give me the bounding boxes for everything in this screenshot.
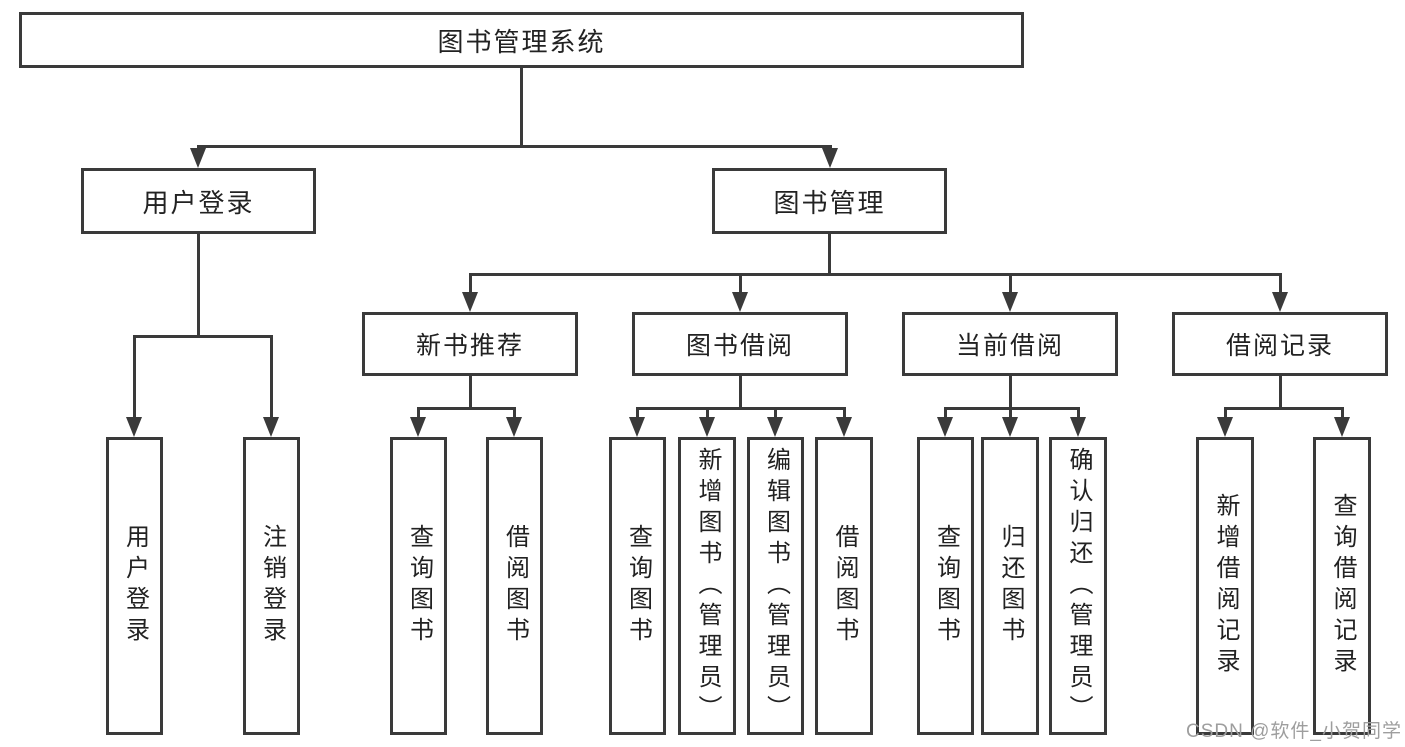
arrowhead-leaf	[410, 417, 426, 437]
arrowhead-book-borrowing	[732, 292, 748, 312]
connector-book-borrowing-trunk	[739, 376, 742, 407]
connector-drop	[1341, 407, 1344, 421]
leaf-confirm-return-admin: 确认归还（管理员）	[1049, 437, 1107, 735]
connector-level3-bar	[469, 273, 1281, 276]
node-user-login: 用户登录	[81, 168, 316, 234]
arrowhead-leaf	[1002, 417, 1018, 437]
leaf-edit-books-admin: 编辑图书（管理员）	[747, 437, 804, 735]
arrowhead-leaf	[937, 417, 953, 437]
connector-drop	[944, 407, 947, 421]
connector-borrowing-records-bar	[1224, 407, 1344, 410]
leaf-add-borrow-record: 新增借阅记录	[1196, 437, 1254, 735]
connector-drop	[1009, 407, 1012, 421]
connector-book-borrowing-bar	[636, 407, 846, 410]
node-book-management: 图书管理	[712, 168, 947, 234]
connector-drop	[417, 407, 420, 421]
leaf-query-books-current: 查询图书	[917, 437, 974, 735]
connector-drop-leaf-logout	[270, 335, 273, 421]
connector-user-login-trunk	[197, 234, 200, 335]
arrowhead-leaf	[699, 417, 715, 437]
connector-drop-borrowing-records	[1279, 273, 1282, 297]
connector-drop	[1077, 407, 1080, 421]
arrowhead-leaf	[1070, 417, 1086, 437]
arrowhead-new-book	[462, 292, 478, 312]
leaf-logout: 注销登录	[243, 437, 300, 735]
arrowhead-leaf-logout	[263, 417, 279, 437]
node-current-borrowing: 当前借阅	[902, 312, 1118, 376]
connector-drop	[706, 407, 709, 421]
leaf-query-books-recommend: 查询图书	[390, 437, 447, 735]
arrowhead-leaf	[506, 417, 522, 437]
node-book-borrowing: 图书借阅	[632, 312, 848, 376]
connector-drop-leaf-user-login	[133, 335, 136, 421]
connector-new-book-trunk	[469, 376, 472, 407]
leaf-query-books-borrowing: 查询图书	[609, 437, 666, 735]
arrowhead-user-login	[190, 148, 206, 168]
leaf-query-borrow-record: 查询借阅记录	[1313, 437, 1371, 735]
node-new-book-recommendation: 新书推荐	[362, 312, 578, 376]
node-library-management-system: 图书管理系统	[19, 12, 1024, 68]
leaf-user-login: 用户登录	[106, 437, 163, 735]
arrowhead-leaf-user-login	[126, 417, 142, 437]
arrowhead-leaf	[767, 417, 783, 437]
leaf-borrow-books-borrowing: 借阅图书	[815, 437, 873, 735]
connector-new-book-bar	[417, 407, 516, 410]
node-borrowing-records: 借阅记录	[1172, 312, 1388, 376]
arrowhead-leaf	[1334, 417, 1350, 437]
connector-drop	[513, 407, 516, 421]
arrowhead-leaf	[836, 417, 852, 437]
connector-current-borrowing-trunk	[1009, 376, 1012, 407]
arrowhead-leaf	[1217, 417, 1233, 437]
connector-drop	[636, 407, 639, 421]
connector-root-trunk	[520, 68, 523, 145]
csdn-watermark: CSDN @软件_小贺同学	[1186, 721, 1402, 742]
arrowhead-book-management	[822, 148, 838, 168]
leaf-return-books: 归还图书	[981, 437, 1039, 735]
leaf-borrow-books-recommend: 借阅图书	[486, 437, 543, 735]
arrowhead-borrowing-records	[1272, 292, 1288, 312]
connector-drop	[1224, 407, 1227, 421]
connector-drop-current-borrowing	[1009, 273, 1012, 297]
connector-drop	[843, 407, 846, 421]
connector-borrowing-records-trunk	[1279, 376, 1282, 407]
connector-book-management-trunk	[828, 234, 831, 273]
connector-drop	[774, 407, 777, 421]
leaf-add-books-admin: 新增图书（管理员）	[678, 437, 736, 735]
connector-drop-book-borrowing	[739, 273, 742, 297]
connector-level2-bar	[197, 145, 831, 148]
arrowhead-leaf	[629, 417, 645, 437]
connector-current-borrowing-bar	[944, 407, 1080, 410]
connector-drop-new-book	[469, 273, 472, 297]
arrowhead-current-borrowing	[1002, 292, 1018, 312]
connector-user-login-bar	[133, 335, 273, 338]
